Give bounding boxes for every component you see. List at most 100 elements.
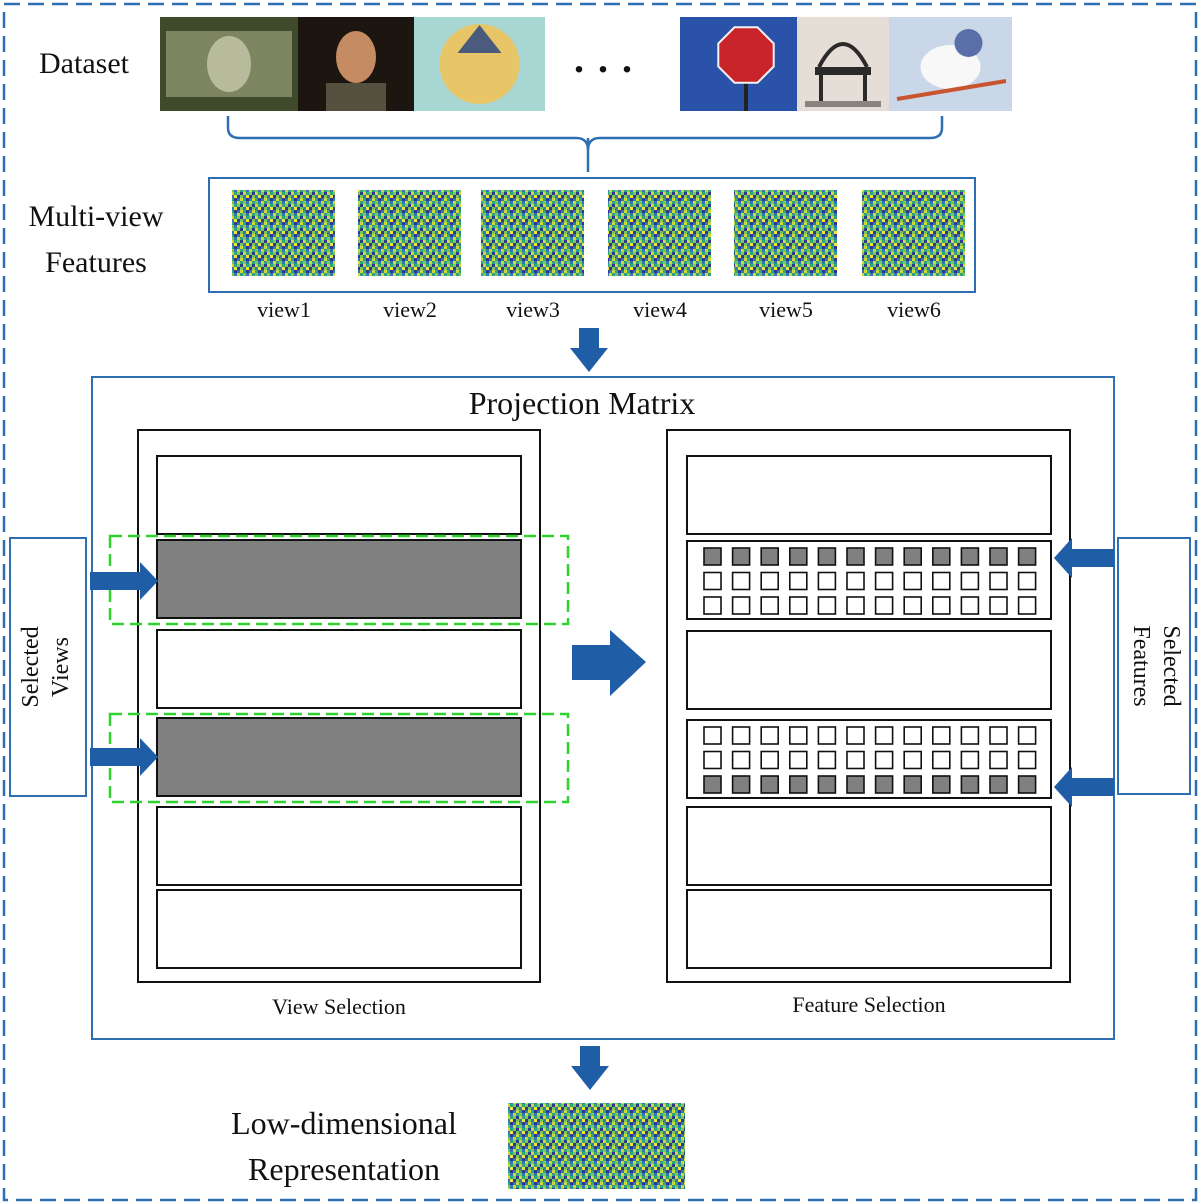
feature-cell [703,596,722,615]
feature-selection-caption: Feature Selection [792,992,945,1017]
cartoon-plate-thumb [414,17,545,111]
feature-cell-selected [903,775,923,794]
feature-cell [931,596,951,615]
arrow-selected-view-2 [90,738,158,776]
feature-row [686,455,1052,535]
feature-cell-selected [846,547,865,566]
feature-cell [931,571,951,591]
view-row-selected [156,539,522,619]
output-label-line1: Low-dimensional [231,1105,457,1141]
view-label-6: view6 [887,297,941,322]
feature-cell [931,750,951,770]
feature-cell-selected [989,547,1008,566]
feature-cell [960,750,980,770]
dataset-thumbnails [160,17,1012,111]
view-label-4: view4 [633,297,687,322]
feature-cell [874,726,894,745]
view-label-5: view5 [759,297,813,322]
feature-cell [731,596,751,615]
multiview-label-line2: Features [45,246,147,279]
dollar-bill-thumb [160,17,298,111]
feature-cell [703,726,722,745]
feature-cell-selected [760,547,780,566]
view-feature-5 [734,190,837,276]
dataset-ellipsis: ... [574,36,646,81]
arrow-down-to-output [571,1046,609,1090]
view-row-selected [156,717,522,797]
arrow-down-to-projection [570,328,608,372]
feature-cell [817,596,837,615]
feature-cell-selected [731,775,751,794]
feature-cell [731,726,751,745]
feature-cell-selected [817,775,837,794]
feature-row [686,889,1052,969]
projection-title: Projection Matrix [469,385,696,421]
feature-cell-selected [788,775,808,794]
feature-cell-selected [903,547,923,566]
feature-cell [788,596,808,615]
feature-cell [703,750,722,770]
view-label-2: view2 [383,297,437,322]
view-label-1: view1 [257,297,311,322]
feature-cell [817,571,837,591]
feature-matrix [666,429,1071,983]
feature-cell-selected [817,547,837,566]
view-features: view1 view2 view3 view4 view5 view6 [232,190,965,322]
view-feature-1 [232,190,335,276]
projection-matrix-panel [91,376,1115,1040]
selected-views-box [9,537,87,797]
feature-cell [989,596,1008,615]
feature-cell [703,571,722,591]
snoopy-ski-thumb [889,17,1012,111]
feature-cell-selected [874,775,894,794]
feature-cell [1017,571,1037,591]
feature-cell [846,726,865,745]
feature-cell-selected [760,775,780,794]
feature-cell-selected [960,775,980,794]
feature-cell-selected [960,547,980,566]
feature-cell [788,571,808,591]
feature-cell-selected [931,775,951,794]
feature-cell [874,750,894,770]
view-row [156,455,522,535]
view-row [156,806,522,886]
arrow-selected-view-1 [90,562,158,600]
arrow-selected-feature-2 [1054,767,1114,807]
view-feature-4 [608,190,711,276]
selected-features-box [1117,537,1191,795]
feature-cell [788,750,808,770]
feature-cell [989,571,1008,591]
feature-cell [817,726,837,745]
feature-cell [903,596,923,615]
feature-rows [686,455,1052,969]
selected-features-line1: Selected [1158,625,1184,706]
view-feature-2 [358,190,461,276]
stop-sign-thumb [680,17,797,111]
view-row [156,889,522,969]
feature-cell-selected [731,547,751,566]
feature-cell [1017,726,1037,745]
selected-views-line2: Views [48,637,74,697]
feature-row [686,806,1052,886]
view-label-3: view3 [506,297,560,322]
feature-cell [989,750,1008,770]
feature-cell [846,596,865,615]
feature-cell [960,596,980,615]
feature-cell [960,571,980,591]
multiview-label-line1: Multi-view [29,200,164,233]
feature-cell-selected [931,547,951,566]
feature-cell [817,750,837,770]
feature-cell [760,726,780,745]
arrow-selected-feature-1 [1054,538,1114,578]
feature-cell [960,726,980,745]
feature-cell [903,750,923,770]
feature-cell [731,571,751,591]
feature-cell [846,750,865,770]
view-feature-3 [481,190,584,276]
dataset-bracket [226,116,944,151]
feature-cell [731,750,751,770]
feature-cell-selected [874,547,894,566]
dataset-label: Dataset [39,47,130,80]
